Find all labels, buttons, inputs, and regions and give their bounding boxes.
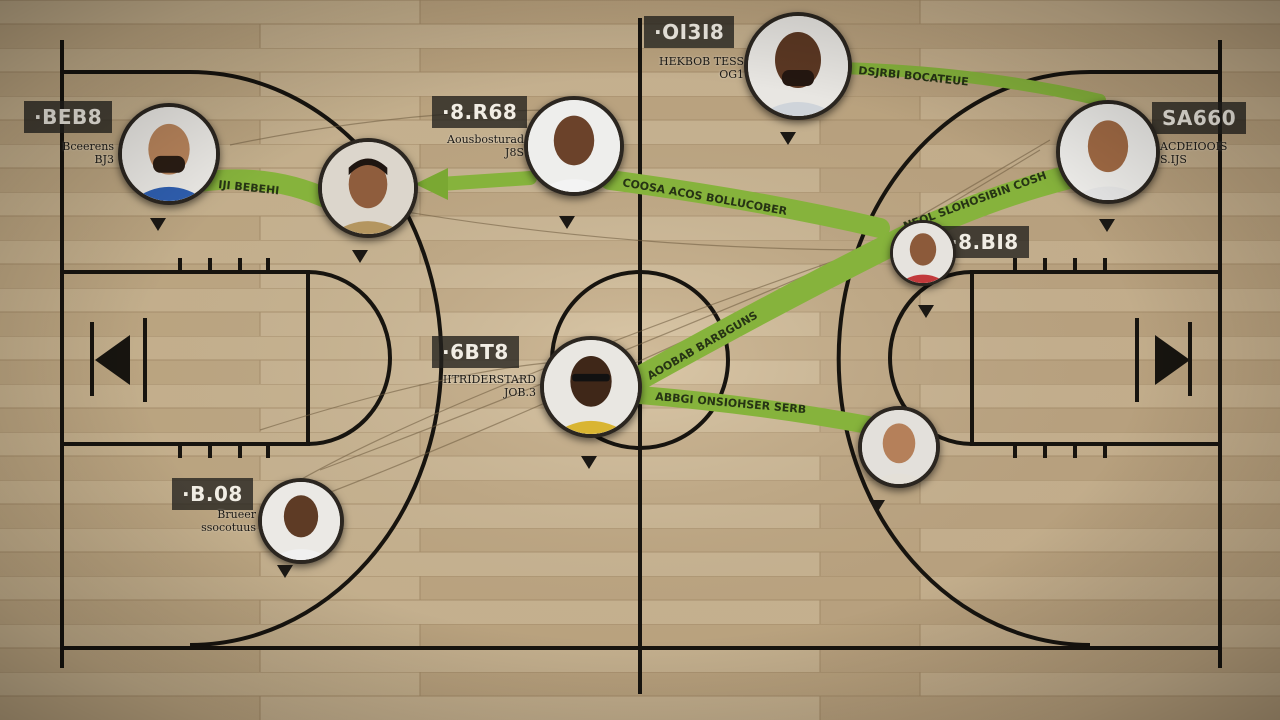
- position-marker-icon: [869, 500, 885, 513]
- player-avatar[interactable]: [258, 478, 344, 564]
- position-marker-icon: [780, 132, 796, 145]
- player-avatar[interactable]: [118, 103, 220, 205]
- player-info: Bceerens BJ3: [62, 140, 114, 166]
- pass-label-a: IJI BEBEHI: [218, 178, 280, 197]
- player-score-tag: ·B.08: [172, 478, 253, 510]
- face: [348, 160, 388, 209]
- player-info: ACDEIOOIS S.IJS: [1160, 140, 1228, 166]
- player-score-tag: ·OI3I8: [644, 16, 735, 48]
- player-avatar[interactable]: [890, 220, 956, 286]
- player-portrait-icon: [322, 142, 414, 234]
- player-score-tag: ·BEB8: [24, 101, 113, 133]
- player-avatar[interactable]: [858, 406, 940, 488]
- player-portrait-icon: [544, 340, 638, 434]
- player-score-tag: SA660: [1152, 102, 1247, 134]
- position-marker-icon: [277, 565, 293, 578]
- player-portrait-icon: [122, 107, 216, 201]
- player-portrait-icon: [862, 410, 936, 484]
- position-marker-icon: [559, 216, 575, 229]
- face: [882, 423, 916, 464]
- player-avatar[interactable]: [1056, 100, 1160, 204]
- player-avatar[interactable]: [540, 336, 642, 438]
- face: [1087, 120, 1129, 173]
- player-score-tag: ·6BT8: [432, 336, 519, 368]
- face: [553, 115, 595, 166]
- player-portrait-icon: [1060, 104, 1156, 200]
- player-info: HEKBOB TESS OG1: [659, 55, 744, 81]
- position-marker-icon: [150, 218, 166, 231]
- player-info: Aousbosturad J8S: [447, 133, 524, 159]
- face: [283, 495, 319, 538]
- player-avatar[interactable]: [524, 96, 624, 196]
- position-marker-icon: [581, 456, 597, 469]
- player-avatar[interactable]: [318, 138, 418, 238]
- position-marker-icon: [1099, 219, 1115, 232]
- player-score-tag: ·8.R68: [432, 96, 528, 128]
- player-portrait-icon: [262, 482, 340, 560]
- player-avatar[interactable]: [744, 12, 852, 120]
- player-portrait-icon: [748, 16, 848, 116]
- player-info: IITRIDERSTARD JOB.3: [442, 373, 536, 399]
- player-portrait-icon: [528, 100, 620, 192]
- face: [909, 233, 937, 266]
- player-info: Brueer ssocotuus: [201, 508, 256, 534]
- position-marker-icon: [918, 305, 934, 318]
- position-marker-icon: [352, 250, 368, 263]
- player-portrait-icon: [893, 223, 953, 283]
